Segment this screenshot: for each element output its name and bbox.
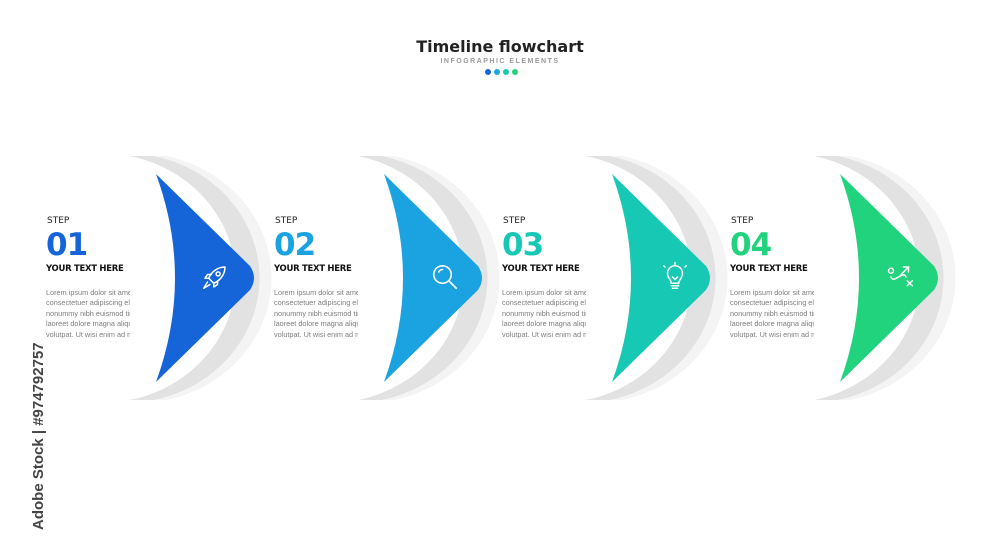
step-heading: YOUR TEXT HERE <box>46 264 124 274</box>
timeline-step-3: STEP 03 YOUR TEXT HERE Lorem ipsum dolor… <box>502 150 732 410</box>
timeline-step-4: STEP 04 YOUR TEXT HERE Lorem ipsum dolor… <box>730 150 960 410</box>
step-body: Lorem ipsum dolor sit amet, consectetuer… <box>502 288 586 339</box>
step-arrow-shape <box>358 156 500 400</box>
step-label: STEP <box>731 216 754 226</box>
step-heading: YOUR TEXT HERE <box>730 264 808 274</box>
step-number: 01 <box>46 227 88 263</box>
step-label: STEP <box>47 216 70 226</box>
step-number: 02 <box>274 227 316 263</box>
step-heading: YOUR TEXT HERE <box>502 264 580 274</box>
header-dot <box>485 69 491 75</box>
page-title: Timeline flowchart <box>416 37 584 56</box>
watermark: Adobe Stock | #974792757 <box>8 305 47 530</box>
step-body: Lorem ipsum dolor sit amet, consectetuer… <box>274 288 358 339</box>
header-dot <box>494 69 500 75</box>
watermark-text: Adobe Stock | #974792757 <box>30 342 47 530</box>
step-text: STEP 01 YOUR TEXT HERE Lorem ipsum dolor… <box>46 216 130 340</box>
header-dot <box>503 69 509 75</box>
strategy-icon <box>887 266 913 287</box>
step-arrow-shape <box>586 156 728 400</box>
step-text: STEP 04 YOUR TEXT HERE Lorem ipsum dolor… <box>730 216 814 340</box>
header-dots <box>485 69 518 75</box>
step-body: Lorem ipsum dolor sit amet, consectetuer… <box>730 288 814 339</box>
magnifier-icon <box>432 264 458 290</box>
step-label: STEP <box>275 216 298 226</box>
header-dot <box>512 69 518 75</box>
step-text: STEP 02 YOUR TEXT HERE Lorem ipsum dolor… <box>274 216 358 340</box>
step-text: STEP 03 YOUR TEXT HERE Lorem ipsum dolor… <box>502 216 586 340</box>
page-subtitle: INFOGRAPHIC ELEMENTS <box>440 58 560 65</box>
step-label: STEP <box>503 216 526 226</box>
step-body: Lorem ipsum dolor sit amet, consectetuer… <box>46 288 130 339</box>
timeline-step-1: STEP 01 YOUR TEXT HERE Lorem ipsum dolor… <box>46 150 276 410</box>
step-arrow <box>612 174 710 382</box>
lightbulb-icon <box>663 262 687 289</box>
timeline-step-2: STEP 02 YOUR TEXT HERE Lorem ipsum dolor… <box>274 150 504 410</box>
step-number: 03 <box>502 227 544 263</box>
step-arrow-shape <box>814 156 956 400</box>
step-number: 04 <box>730 227 772 263</box>
step-arrow <box>840 174 938 382</box>
rocket-icon <box>203 266 226 289</box>
step-heading: YOUR TEXT HERE <box>274 264 352 274</box>
step-arrow <box>384 174 482 382</box>
